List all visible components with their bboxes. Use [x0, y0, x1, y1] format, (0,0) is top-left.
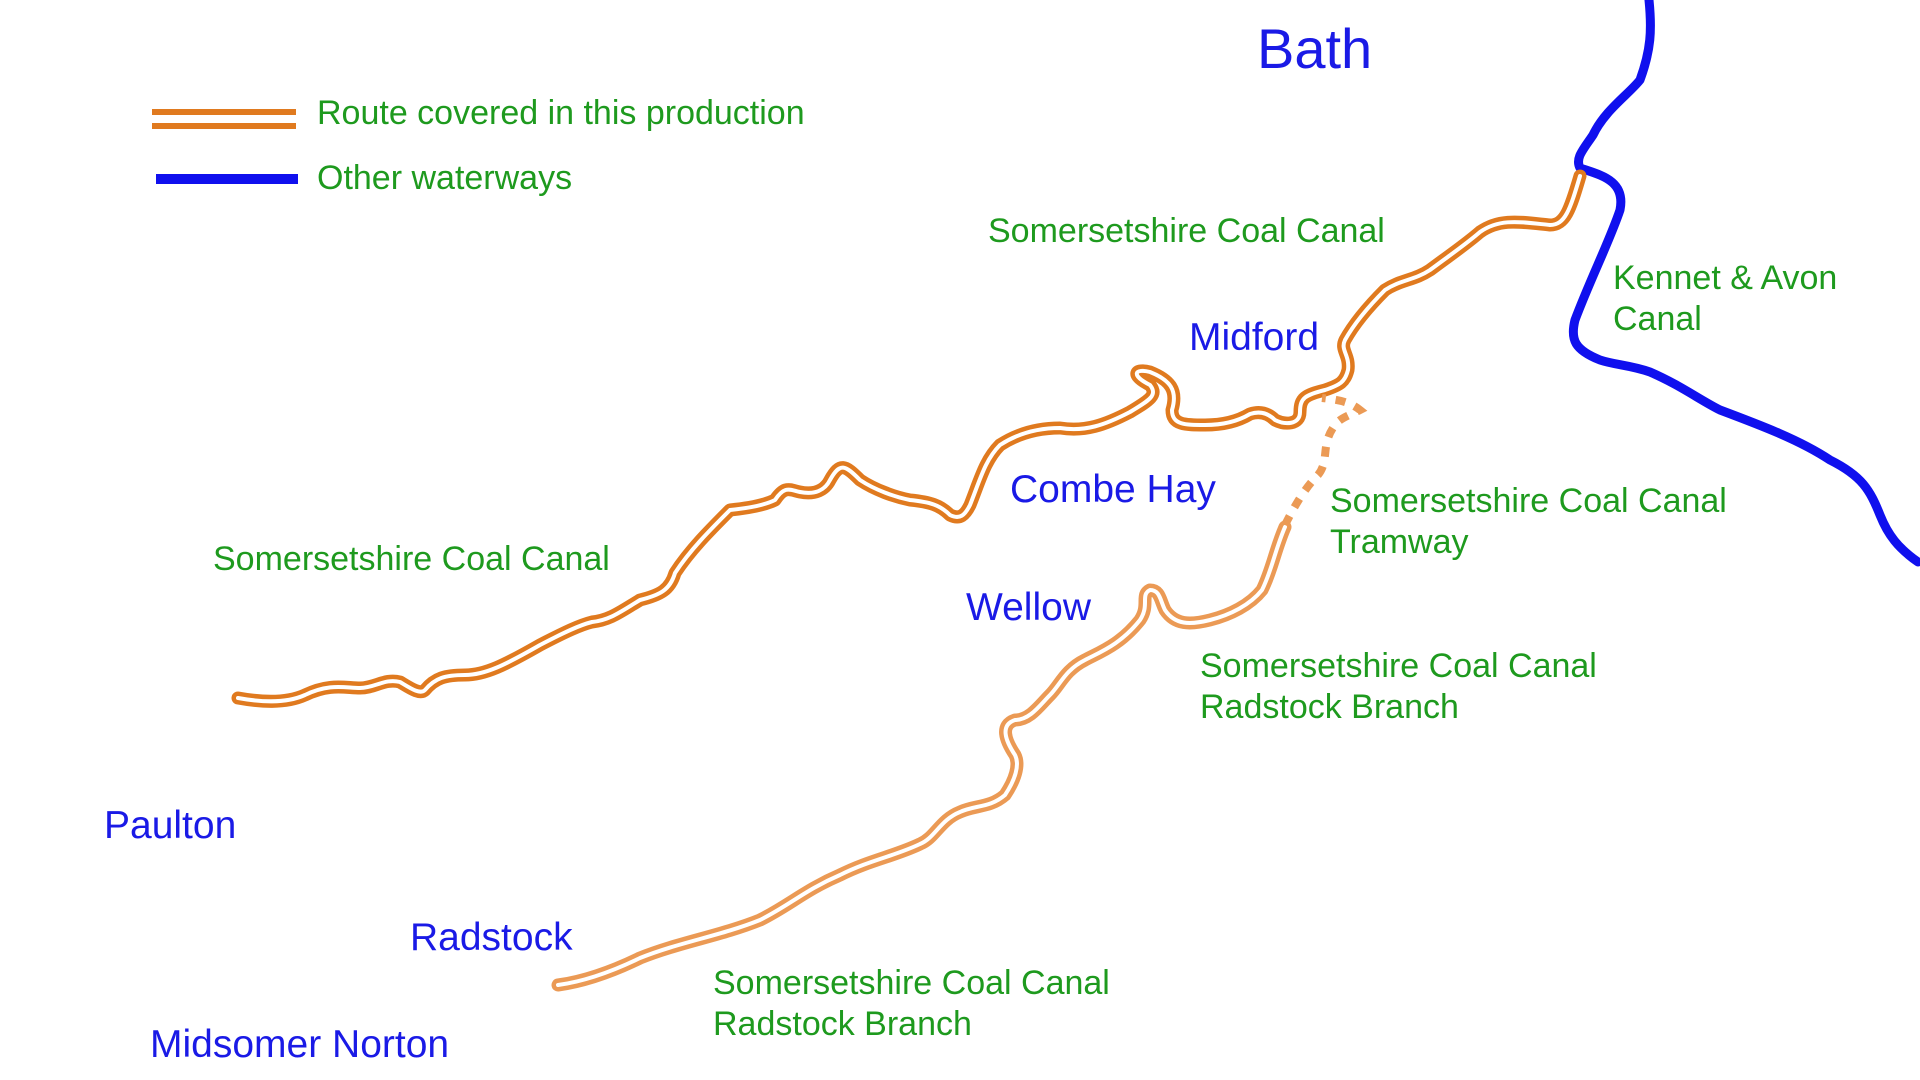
place-radstock: Radstock	[410, 916, 573, 959]
label-coal-canal-west: Somersetshire Coal Canal	[213, 540, 610, 578]
place-bath: Bath	[1257, 17, 1372, 80]
label-tramway-2: Tramway	[1330, 523, 1469, 561]
place-wellow: Wellow	[966, 586, 1092, 629]
place-paulton: Paulton	[104, 804, 236, 847]
label-radstock-branch-lower-2: Radstock Branch	[713, 1005, 972, 1043]
legend-waterway-label: Other waterways	[317, 159, 572, 197]
label-kennet-avon-1: Kennet & Avon	[1613, 259, 1837, 297]
label-radstock-branch-upper-1: Somersetshire Coal Canal	[1200, 647, 1597, 685]
coal-canal-main-route	[231, 169, 1587, 708]
label-tramway-1: Somersetshire Coal Canal	[1330, 482, 1727, 520]
tramway-route	[1281, 394, 1368, 527]
label-radstock-branch-lower-1: Somersetshire Coal Canal	[713, 964, 1110, 1002]
legend-route-label: Route covered in this production	[317, 94, 805, 132]
label-radstock-branch-upper-2: Radstock Branch	[1200, 688, 1459, 726]
place-midsomer-norton: Midsomer Norton	[150, 1023, 449, 1066]
kennet-avon-waterway	[1568, 0, 1920, 567]
radstock-branch-route	[551, 520, 1292, 992]
label-kennet-avon-2: Canal	[1613, 300, 1702, 338]
legend: Route covered in this production Other w…	[152, 94, 805, 197]
label-coal-canal-north: Somersetshire Coal Canal	[988, 212, 1385, 250]
legend-route-swatch	[152, 109, 296, 129]
place-combe-hay: Combe Hay	[1010, 468, 1216, 511]
place-midford: Midford	[1189, 316, 1319, 359]
